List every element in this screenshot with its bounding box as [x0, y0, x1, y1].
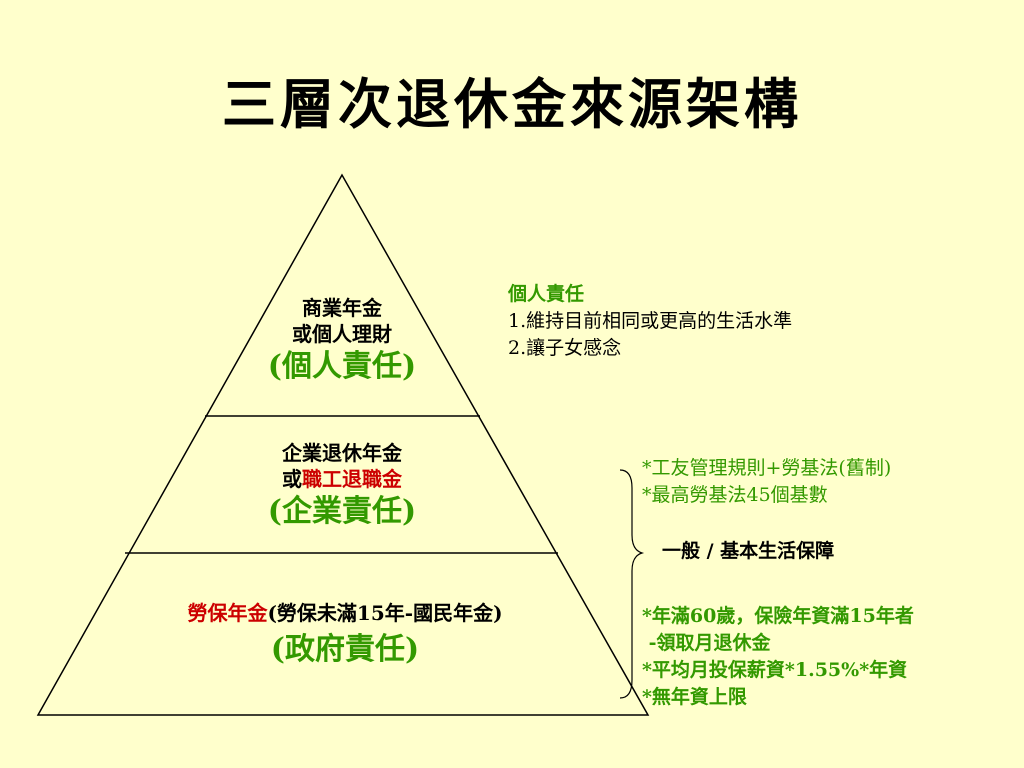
tier-personal-line1: 商業年金 [302, 296, 382, 320]
tier-enterprise-line2: 或職工退職金 [222, 466, 462, 492]
tier-government-line1-rest: (勞保未滿15年-國民年金) [267, 601, 503, 625]
page-title: 三層次退休金來源架構 [222, 72, 802, 136]
brace-icon [619, 469, 645, 699]
tier-enterprise: 企業退休年金 或職工退職金 (企業責任) [222, 440, 462, 532]
note-basic-protection: 一般 / 基本生活保障 [662, 540, 835, 562]
tier-government: 勞保年金(勞保未滿15年-國民年金) (政府責任) [140, 600, 550, 670]
tier-enterprise-line1: 企業退休年金 [282, 441, 402, 465]
tier-personal: 商業年金 或個人理財 (個人責任) [232, 295, 452, 387]
note-personal-heading: 個人責任 [508, 283, 585, 305]
note-personal-item: 1.維持目前相同或更高的生活水準 [508, 310, 793, 332]
note-enterprise-item: *最高勞基法45個基數 [642, 484, 828, 506]
pyramid-outline [36, 173, 650, 716]
tier-government-line1-highlight: 勞保年金 [187, 601, 268, 625]
note-enterprise: *工友管理規則+勞基法(舊制) *最高勞基法45個基數 [642, 455, 891, 509]
tier-enterprise-line2-highlight: 職工退職金 [302, 467, 402, 491]
tier-government-responsibility: (政府責任) [270, 632, 420, 667]
tier-enterprise-responsibility: (企業責任) [267, 494, 417, 529]
tier-personal-responsibility: (個人責任) [267, 349, 417, 384]
tier-personal-line2: 或個人理財 [292, 322, 392, 346]
note-government-item: *平均月投保薪資*1.55%*年資 [642, 659, 908, 681]
note-government-item: *無年資上限 [642, 686, 747, 708]
tier-enterprise-line2-prefix: 或 [282, 467, 302, 491]
note-government-item: -領取月退休金 [642, 632, 771, 654]
tier-government-line1: 勞保年金(勞保未滿15年-國民年金) [140, 600, 550, 626]
note-government: *年滿60歲，保險年資滿15年者 -領取月退休金 *平均月投保薪資*1.55%*… [642, 603, 914, 711]
note-government-item: *年滿60歲，保險年資滿15年者 [642, 605, 914, 627]
note-personal: 個人責任 1.維持目前相同或更高的生活水準 2.讓子女感念 [508, 281, 792, 362]
note-enterprise-item: *工友管理規則+勞基法(舊制) [642, 457, 892, 479]
note-personal-item: 2.讓子女感念 [508, 337, 622, 359]
